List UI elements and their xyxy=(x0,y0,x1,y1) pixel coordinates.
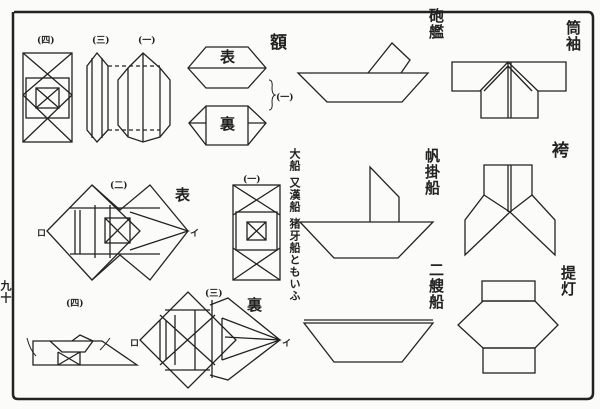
step4-bottom-figure xyxy=(26,334,140,366)
hakama-figure xyxy=(464,164,556,257)
sailboat-figure xyxy=(298,165,435,259)
gunboat-figure xyxy=(296,42,430,103)
marker-ro-1: ロ xyxy=(37,229,47,239)
lantern-figure xyxy=(457,280,559,374)
lantern-label: 提灯 xyxy=(559,265,577,297)
marker-i-1: イ xyxy=(190,229,200,239)
frame-front-figure xyxy=(187,46,267,89)
twin-boat-label: 二艘船 xyxy=(427,262,445,310)
hakama-label: 袴 xyxy=(552,141,569,161)
brace-step-label: (一) xyxy=(276,93,294,103)
sailboat-label: 帆掛船 xyxy=(423,148,441,196)
step3-label-bottom: (三) xyxy=(205,289,223,299)
frame-back-figure xyxy=(188,105,267,146)
step3-top-figure xyxy=(86,51,160,143)
frame-title: 額 xyxy=(270,33,287,53)
twin-boat-figure xyxy=(302,319,435,363)
step4-label-top: (四) xyxy=(37,36,55,46)
marker-ro-2: ロ xyxy=(130,339,140,349)
frame-front-label: 表 xyxy=(220,48,236,66)
front-step2-figure xyxy=(46,184,191,281)
frame-back-label: 裏 xyxy=(220,115,236,133)
step1-top-figure xyxy=(117,52,171,143)
step3-label-top: (三) xyxy=(92,36,110,46)
front-label-2: 表 xyxy=(175,186,191,204)
back-step3-figure xyxy=(139,291,282,389)
step1-label-small: (一) xyxy=(243,175,261,185)
tube-sleeve-label: 筒袖 xyxy=(564,20,582,52)
page-border xyxy=(11,10,595,401)
step4-label-bottom: (四) xyxy=(66,299,84,309)
step1-label-top: (一) xyxy=(138,36,156,46)
big-ship-note: 大船 又漢船 猪牙船ともいふ xyxy=(288,148,301,302)
marker-i-2: イ xyxy=(282,339,292,349)
back-label-2: 裏 xyxy=(247,296,263,314)
step2-label: (二) xyxy=(110,181,128,191)
page-number: 九十 xyxy=(0,280,12,304)
step4-top-figure xyxy=(22,52,73,143)
brace xyxy=(268,79,277,111)
tube-sleeve-figure xyxy=(451,61,567,119)
step1-small-figure xyxy=(232,184,281,281)
gunboat-label: 砲艦 xyxy=(427,8,445,40)
